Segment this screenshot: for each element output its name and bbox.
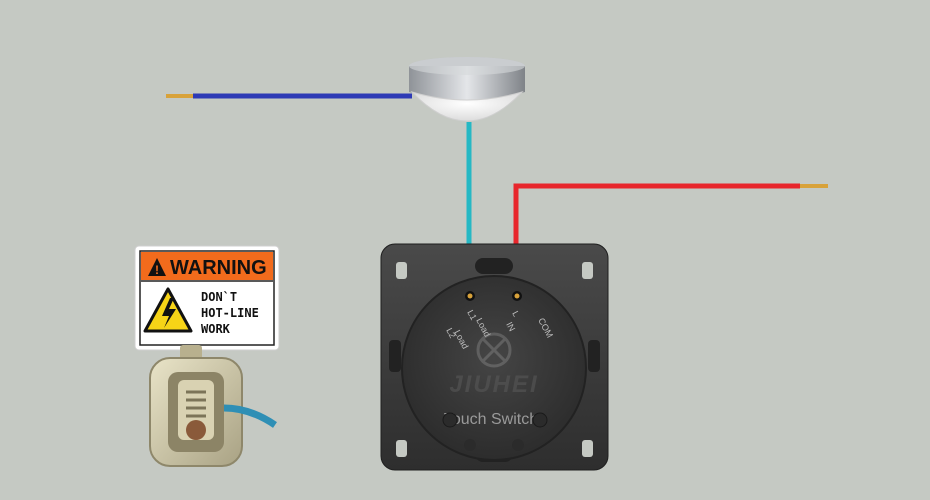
ceiling-lamp [409, 57, 525, 122]
alert-triangle-icon [148, 258, 166, 276]
warning-line-3: WORK [201, 322, 231, 336]
terminal-label-l1: L1 [465, 308, 479, 322]
terminal-label-in: IN [504, 320, 517, 333]
terminal-label-l: L [510, 309, 521, 318]
brand-logo-icon [476, 332, 512, 368]
touch-switch-module: L2 L1 Load Load L IN COM JIUHEI Touch Sw… [380, 243, 609, 471]
brand-watermark: JIUHEI [449, 371, 538, 398]
warning-line-2: HOT-LINE [201, 306, 259, 320]
warning-title: WARNING [170, 257, 267, 279]
warning-sign: ! WARNING DON`T HOT-LINE WORK [134, 245, 280, 351]
terminal-label-l2: L2 [444, 326, 458, 340]
high-voltage-icon [143, 287, 193, 333]
warning-line-1: DON`T [201, 290, 237, 304]
terminal-clamp [149, 345, 277, 467]
svg-text:!: ! [155, 263, 159, 277]
switch-caption: Touch Switch [444, 411, 538, 428]
